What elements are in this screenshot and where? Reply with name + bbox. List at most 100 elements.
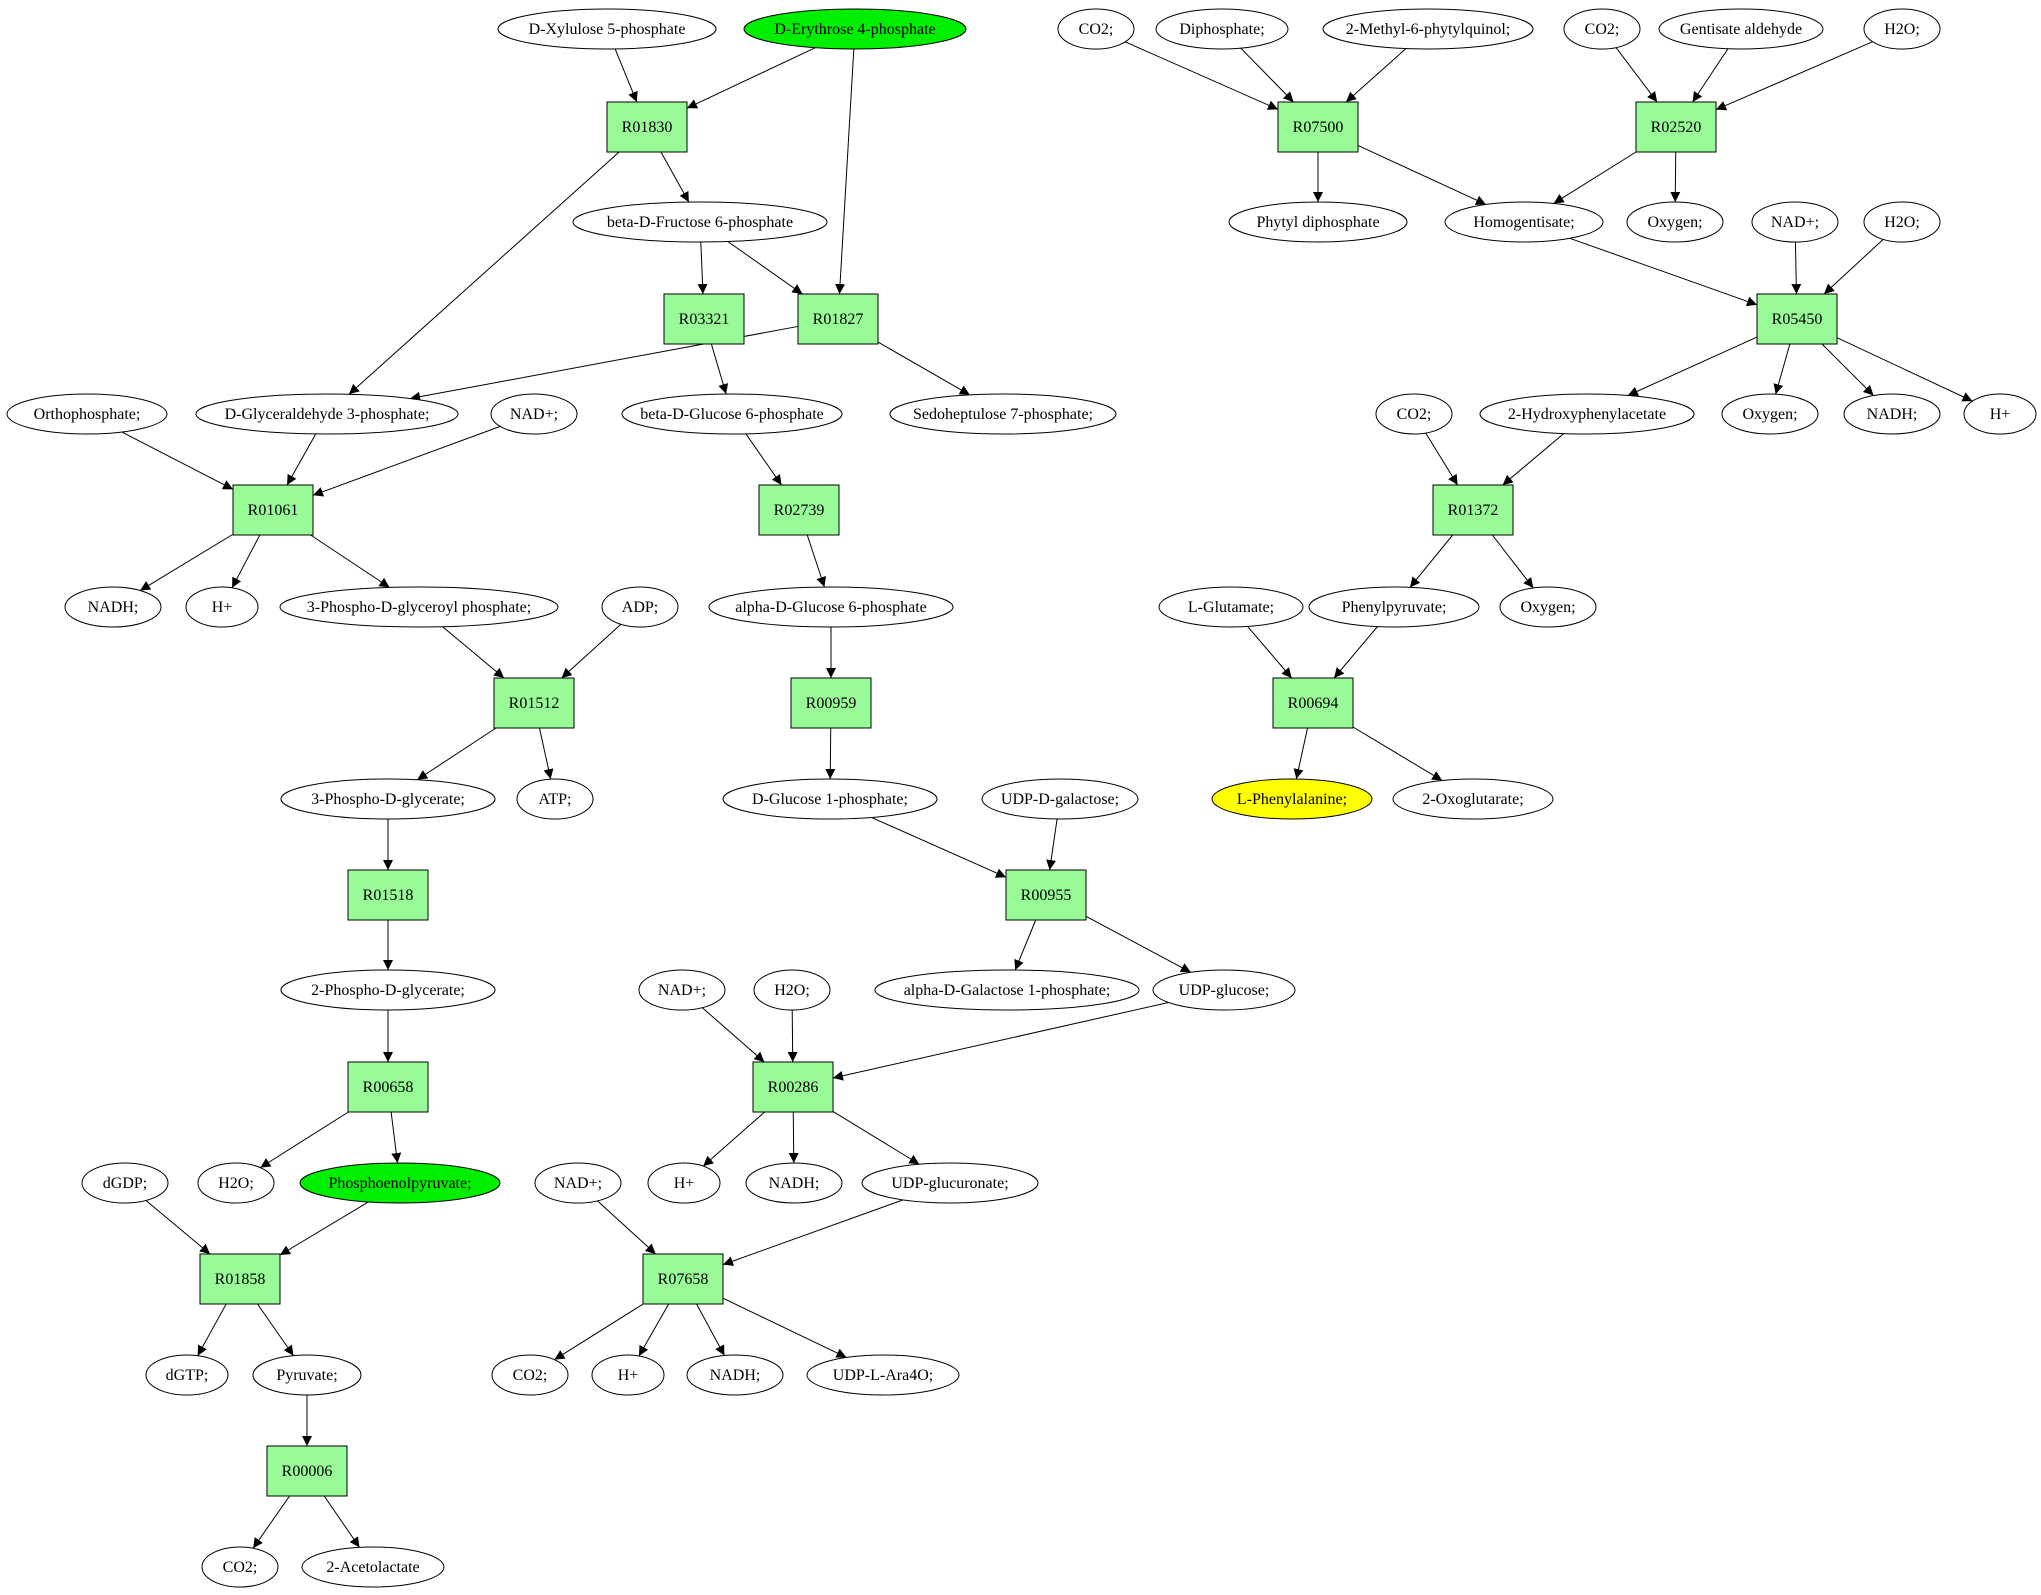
compound-node-c_orthophosphate[interactable]: Orthophosphate; bbox=[6, 393, 168, 435]
compound-node-c_glutamate[interactable]: L-Glutamate; bbox=[1158, 586, 1304, 628]
compound-node-c_adp[interactable]: ADP; bbox=[601, 586, 679, 628]
reaction-node-r_R00658[interactable]: R00658 bbox=[347, 1061, 429, 1113]
compound-node-c_co2_5[interactable]: CO2; bbox=[1375, 393, 1453, 435]
compound-node-c_glucose1p[interactable]: D-Glucose 1-phosphate; bbox=[722, 778, 938, 820]
node-label: Oxygen; bbox=[1520, 599, 1575, 616]
compound-node-c_2pg[interactable]: 2-Phospho-D-glycerate; bbox=[280, 969, 496, 1011]
reaction-node-r_R01372[interactable]: R01372 bbox=[1432, 484, 1514, 536]
node-label: Phytyl diphosphate bbox=[1256, 214, 1379, 231]
reaction-node-r_R00286[interactable]: R00286 bbox=[752, 1061, 834, 1113]
node-label: H+ bbox=[212, 599, 233, 616]
compound-node-c_h2o_3[interactable]: H2O; bbox=[1863, 8, 1941, 50]
compound-node-c_udpgal[interactable]: UDP-D-galactose; bbox=[981, 778, 1139, 820]
compound-node-c_fructose6p[interactable]: beta-D-Fructose 6-phosphate bbox=[572, 201, 828, 243]
node-label: UDP-D-galactose; bbox=[1001, 791, 1119, 808]
edge-r_R00006-to-c_acetolactate bbox=[323, 1495, 360, 1548]
compound-node-c_gentisald[interactable]: Gentisate aldehyde bbox=[1658, 8, 1824, 50]
compound-node-c_pep[interactable]: Phosphoenolpyruvate; bbox=[299, 1162, 501, 1204]
compound-ellipse bbox=[806, 1354, 960, 1396]
compound-node-c_nadh_2[interactable]: NADH; bbox=[745, 1162, 843, 1204]
compound-ellipse bbox=[534, 1162, 622, 1204]
compound-node-c_co2_1[interactable]: CO2; bbox=[491, 1354, 569, 1396]
compound-node-c_h2o_1[interactable]: H2O; bbox=[753, 969, 831, 1011]
compound-node-c_nadh_4[interactable]: NADH; bbox=[1843, 393, 1941, 435]
compound-node-c_h2o_4[interactable]: H2O; bbox=[1863, 201, 1941, 243]
compound-ellipse bbox=[64, 586, 162, 628]
edge-c_2hpa-to-r_R01372 bbox=[1502, 433, 1565, 486]
reaction-box bbox=[790, 677, 872, 729]
reaction-node-r_R01518[interactable]: R01518 bbox=[347, 869, 429, 921]
reaction-node-r_R02520[interactable]: R02520 bbox=[1635, 101, 1717, 153]
reaction-node-r_R01061[interactable]: R01061 bbox=[232, 484, 314, 536]
edge-r_R01512-to-c_3pg bbox=[416, 727, 497, 781]
compound-node-c_glucose6p_alpha[interactable]: alpha-D-Glucose 6-phosphate bbox=[708, 586, 954, 628]
compound-node-c_h_4[interactable]: H+ bbox=[1963, 393, 2037, 435]
compound-node-c_udpglc[interactable]: UDP-glucose; bbox=[1152, 969, 1296, 1011]
compound-node-c_erythrose4p[interactable]: D-Erythrose 4-phosphate bbox=[743, 8, 967, 50]
reaction-node-r_R00955[interactable]: R00955 bbox=[1005, 869, 1087, 921]
compound-node-c_oxygen_2[interactable]: Oxygen; bbox=[1721, 393, 1819, 435]
compound-node-c_oxygen_1[interactable]: Oxygen; bbox=[1626, 201, 1724, 243]
compound-node-c_3pg[interactable]: 3-Phospho-D-glycerate; bbox=[280, 778, 496, 820]
edge-r_R01830-to-c_fructose6p bbox=[660, 151, 690, 203]
compound-node-c_g3p[interactable]: D-Glyceraldehyde 3-phosphate; bbox=[195, 393, 459, 435]
compound-node-c_acetolactate[interactable]: 2-Acetolactate bbox=[301, 1546, 445, 1588]
reaction-node-r_R07500[interactable]: R07500 bbox=[1277, 101, 1359, 153]
compound-node-c_2hpa[interactable]: 2-Hydroxyphenylacetate bbox=[1479, 393, 1695, 435]
edge-c_co2_4-to-r_R02520 bbox=[1615, 47, 1658, 103]
compound-ellipse bbox=[491, 1354, 569, 1396]
node-label: NAD+; bbox=[554, 1175, 602, 1192]
node-label: dGTP; bbox=[166, 1367, 209, 1384]
reaction-node-r_R01512[interactable]: R01512 bbox=[493, 677, 575, 729]
compound-node-c_sedoheptulose7p[interactable]: Sedoheptulose 7-phosphate; bbox=[889, 393, 1117, 435]
compound-node-c_phe[interactable]: L-Phenylalanine; bbox=[1211, 778, 1373, 820]
compound-node-c_udpara[interactable]: UDP-L-Ara4O; bbox=[806, 1354, 960, 1396]
compound-node-c_glucose6p_beta[interactable]: beta-D-Glucose 6-phosphate bbox=[621, 393, 843, 435]
edge-c_3pgp-to-r_R01512 bbox=[442, 626, 505, 679]
compound-node-c_nadp_2[interactable]: NAD+; bbox=[638, 969, 726, 1011]
compound-node-c_h_1[interactable]: H+ bbox=[185, 586, 259, 628]
edge-r_R00286-to-c_udpglcA bbox=[832, 1111, 920, 1165]
compound-node-c_homogentisate[interactable]: Homogentisate; bbox=[1444, 201, 1604, 243]
node-label: CO2; bbox=[1079, 21, 1114, 38]
compound-node-c_atp[interactable]: ATP; bbox=[516, 778, 594, 820]
reaction-node-r_R02739[interactable]: R02739 bbox=[758, 484, 840, 536]
compound-node-c_co2_3[interactable]: CO2; bbox=[1057, 8, 1135, 50]
compound-node-c_co2_4[interactable]: CO2; bbox=[1563, 8, 1641, 50]
compound-node-c_xylulose5p[interactable]: D-Xylulose 5-phosphate bbox=[497, 8, 717, 50]
compound-node-c_h2o_2[interactable]: H2O; bbox=[197, 1162, 275, 1204]
compound-node-c_oxoglutarate[interactable]: 2-Oxoglutarate; bbox=[1392, 778, 1554, 820]
compound-node-c_phytylpp[interactable]: Phytyl diphosphate bbox=[1228, 201, 1408, 243]
reaction-node-r_R00006[interactable]: R00006 bbox=[266, 1445, 348, 1497]
reaction-node-r_R01858[interactable]: R01858 bbox=[199, 1253, 281, 1305]
compound-ellipse bbox=[1158, 586, 1304, 628]
compound-node-c_nadh_1[interactable]: NADH; bbox=[64, 586, 162, 628]
compound-node-c_diphosphate[interactable]: Diphosphate; bbox=[1155, 8, 1289, 50]
compound-node-c_dgdp[interactable]: dGDP; bbox=[81, 1162, 169, 1204]
reaction-node-r_R00694[interactable]: R00694 bbox=[1272, 677, 1354, 729]
compound-node-c_nadh_3[interactable]: NADH; bbox=[686, 1354, 784, 1396]
compound-node-c_galactose1p[interactable]: alpha-D-Galactose 1-phosphate; bbox=[874, 969, 1140, 1011]
compound-node-c_h_2[interactable]: H+ bbox=[647, 1162, 721, 1204]
reaction-node-r_R03321[interactable]: R03321 bbox=[663, 293, 745, 345]
compound-node-c_phenylpyruvate[interactable]: Phenylpyruvate; bbox=[1308, 586, 1480, 628]
compound-node-c_h_3[interactable]: H+ bbox=[591, 1354, 665, 1396]
reaction-node-r_R00959[interactable]: R00959 bbox=[790, 677, 872, 729]
reaction-node-r_R07658[interactable]: R07658 bbox=[642, 1253, 724, 1305]
edge-c_nadp_4-to-r_R05450 bbox=[1791, 241, 1802, 295]
compound-node-c_3pgp[interactable]: 3-Phospho-D-glyceroyl phosphate; bbox=[279, 586, 559, 628]
compound-node-c_pyruvate[interactable]: Pyruvate; bbox=[252, 1354, 362, 1396]
compound-node-c_nadp_4[interactable]: NAD+; bbox=[1751, 201, 1839, 243]
compound-node-c_methylphytylquinol[interactable]: 2-Methyl-6-phytylquinol; bbox=[1322, 8, 1534, 50]
reaction-node-r_R01830[interactable]: R01830 bbox=[606, 101, 688, 153]
reaction-node-r_R05450[interactable]: R05450 bbox=[1756, 293, 1838, 345]
compound-node-c_nadp_3[interactable]: NAD+; bbox=[534, 1162, 622, 1204]
edge-r_R02739-to-c_glucose6p_alpha bbox=[806, 534, 827, 588]
reaction-node-r_R01827[interactable]: R01827 bbox=[797, 293, 879, 345]
compound-node-c_dgtp[interactable]: dGTP; bbox=[145, 1354, 229, 1396]
compound-node-c_oxygen_3[interactable]: Oxygen; bbox=[1499, 586, 1597, 628]
compound-node-c_udpglcA[interactable]: UDP-glucuronate; bbox=[861, 1162, 1039, 1204]
reaction-box bbox=[347, 1061, 429, 1113]
compound-node-c_nadp_1[interactable]: NAD+; bbox=[490, 393, 578, 435]
compound-node-c_co2_2[interactable]: CO2; bbox=[201, 1546, 279, 1588]
